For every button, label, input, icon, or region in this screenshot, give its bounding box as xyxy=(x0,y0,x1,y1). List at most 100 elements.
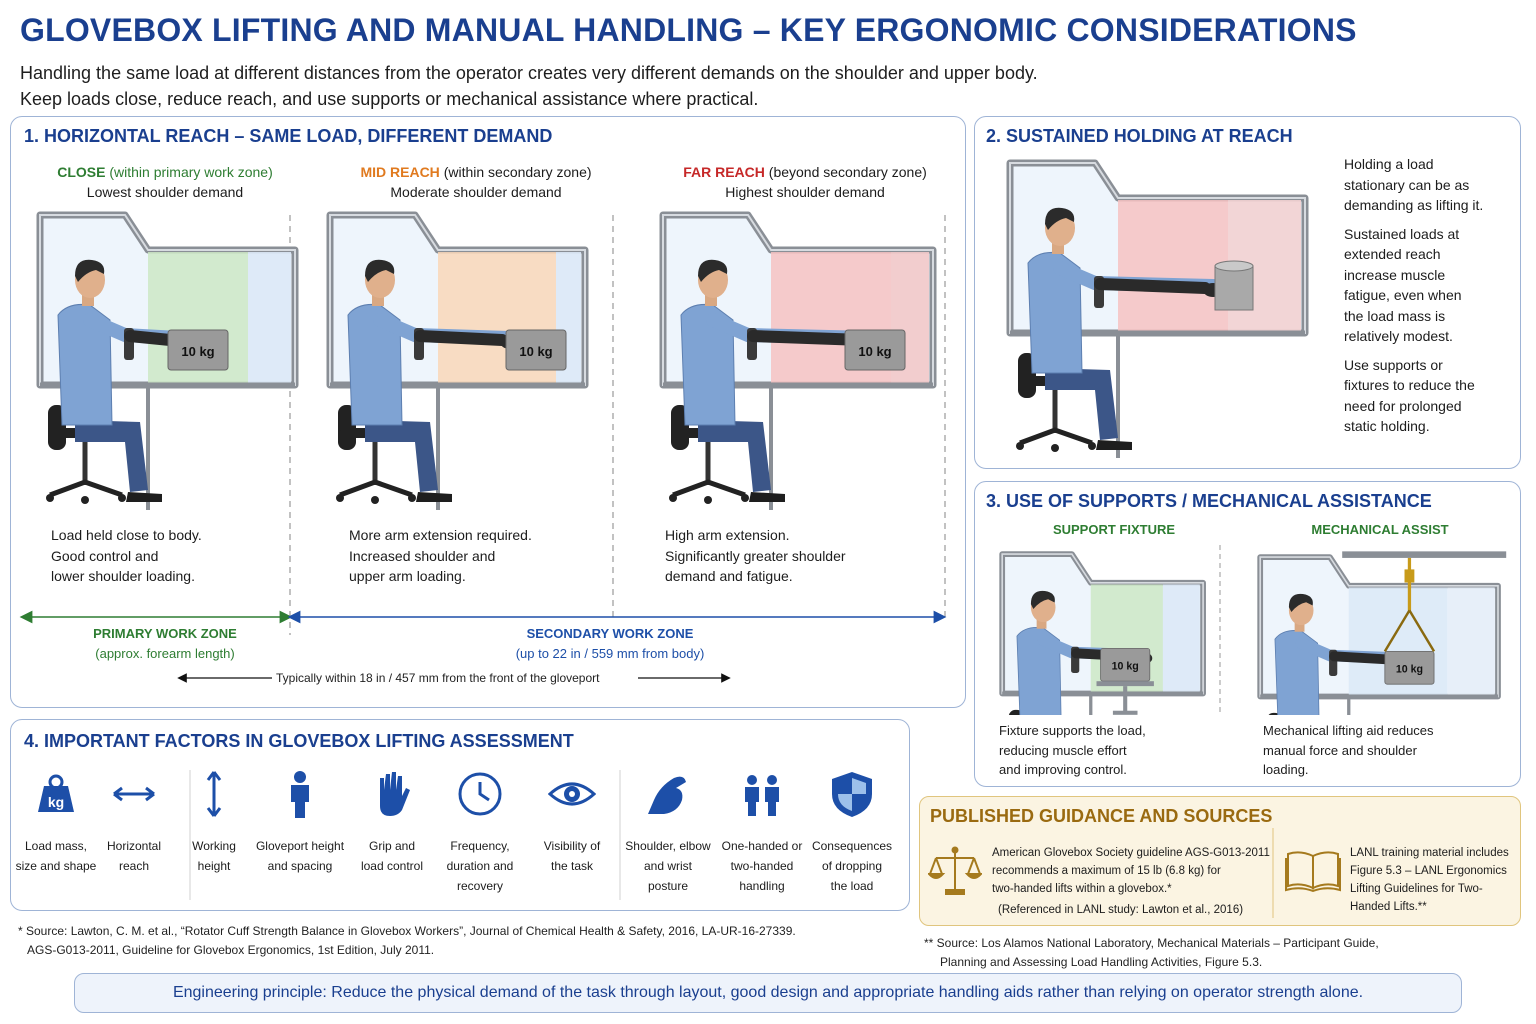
operator-legs xyxy=(365,420,438,492)
secondary-zone-fill xyxy=(1162,584,1200,692)
chair-wheel xyxy=(1051,444,1059,452)
far-description: High arm extension.Significantly greater… xyxy=(665,527,846,584)
scene-mid: 10 kg xyxy=(326,211,589,510)
page-subtitle: Handling the same load at different dist… xyxy=(20,60,1038,112)
hoist-sling xyxy=(1383,609,1436,653)
load-label: 10 kg xyxy=(1396,664,1423,676)
icon-shape xyxy=(832,772,872,817)
person-a-body xyxy=(745,787,759,816)
clock-face xyxy=(458,772,502,816)
operator-legs xyxy=(698,420,771,492)
operator-hair xyxy=(698,259,728,282)
scene-close: 10 kg xyxy=(36,211,299,510)
secondary-zone-fill xyxy=(248,252,291,383)
operator-shoes xyxy=(126,492,162,502)
weight-glyph: kg xyxy=(48,794,64,810)
mechanical-assist-label: MECHANICAL ASSIST xyxy=(1311,522,1449,537)
operator-neck xyxy=(1294,620,1305,632)
person-icon xyxy=(291,771,309,818)
factor-label: Load mass,size and shape xyxy=(15,839,97,873)
glovebox-scene: 10 kg xyxy=(326,211,589,510)
load-label: 10 kg xyxy=(1112,661,1139,673)
horizontal-arrows-icon xyxy=(113,786,155,802)
hoist-rail xyxy=(1342,551,1507,558)
eye-pupil xyxy=(569,791,575,797)
load-box xyxy=(167,329,229,371)
scene-far: 10 kg xyxy=(659,211,937,510)
chair-wheel xyxy=(741,494,749,502)
arm-icon xyxy=(648,776,686,814)
factor-separators xyxy=(189,770,621,900)
chair-base xyxy=(672,479,746,498)
book-icon xyxy=(1285,851,1341,892)
secondary-zone-label: SECONDARY WORK ZONE(up to 22 in / 559 mm… xyxy=(515,626,705,661)
panel-horizontal-reach-title: 1. HORIZONTAL REACH – SAME LOAD, DIFFERE… xyxy=(24,126,553,146)
glovebox-scene: 10 kg xyxy=(999,551,1206,715)
operator-torso xyxy=(347,304,403,426)
guidance-box xyxy=(919,796,1521,926)
guidance-title: PUBLISHED GUIDANCE AND SOURCES xyxy=(930,806,1273,826)
operator-hair xyxy=(1288,593,1313,613)
clock-hands xyxy=(478,782,490,802)
close-description: Load held close to body.Good control and… xyxy=(51,527,202,584)
icon-shape xyxy=(745,775,779,816)
person-b-body xyxy=(765,787,779,816)
guidance-left-text: American Glovebox Society guideline AGS-… xyxy=(992,847,1270,916)
panel-horizontal-reach xyxy=(10,116,966,708)
operator-shoes xyxy=(1096,440,1132,450)
arm-shape xyxy=(648,776,686,814)
shield-inner xyxy=(838,778,866,811)
icon-shape xyxy=(206,771,222,817)
vertical-arrows-icon xyxy=(206,771,222,817)
chair-wheel xyxy=(371,496,379,504)
panel3-separator xyxy=(1219,545,1221,715)
load-box xyxy=(844,329,906,371)
icon-shape xyxy=(458,772,502,816)
subtitle-line-1: Handling the same load at different dist… xyxy=(20,63,1038,83)
secondary-zone-fill xyxy=(1447,587,1495,695)
scales-icon xyxy=(928,846,982,895)
eye-outline xyxy=(548,782,596,806)
footnote-left: * Source: Lawton, C. M. et al., “Rotator… xyxy=(18,924,796,957)
h-arrows xyxy=(113,786,155,802)
person-a-head xyxy=(747,775,757,785)
glovebox-scene: 10 kg xyxy=(1257,551,1507,715)
fixture-plate xyxy=(1096,681,1154,687)
zone-header-mid: MID REACH (within secondary zone) Modera… xyxy=(360,164,592,200)
panel-supports-title: 3. USE OF SUPPORTS / MECHANICAL ASSISTAN… xyxy=(986,491,1432,511)
scene-support-fixture: 10 kg xyxy=(999,551,1206,715)
panel-factors-title: 4. IMPORTANT FACTORS IN GLOVEBOX LIFTING… xyxy=(24,731,574,751)
support-fixture-label: SUPPORT FIXTURE xyxy=(1052,522,1176,537)
icon-shape xyxy=(38,774,74,812)
load-box xyxy=(505,329,567,371)
person-b-head xyxy=(767,775,777,785)
chair-wheel xyxy=(1016,442,1024,450)
chair-wheel xyxy=(336,494,344,502)
chair-wheel xyxy=(118,494,126,502)
chair-base xyxy=(49,479,123,498)
operator-legs xyxy=(75,420,148,492)
load-cylinder-top xyxy=(1214,260,1254,272)
subtitle-line-2: Keep loads close, reduce reach, and use … xyxy=(20,89,759,109)
glovebox-scene: 10 kg xyxy=(659,211,937,510)
primary-zone-label: PRIMARY WORK ZONE(approx. forearm length… xyxy=(93,626,237,661)
person-body xyxy=(291,785,309,818)
eye-icon xyxy=(548,782,596,806)
chair-wheel xyxy=(81,496,89,504)
person-head xyxy=(294,771,306,783)
operator-torso xyxy=(1016,627,1062,715)
